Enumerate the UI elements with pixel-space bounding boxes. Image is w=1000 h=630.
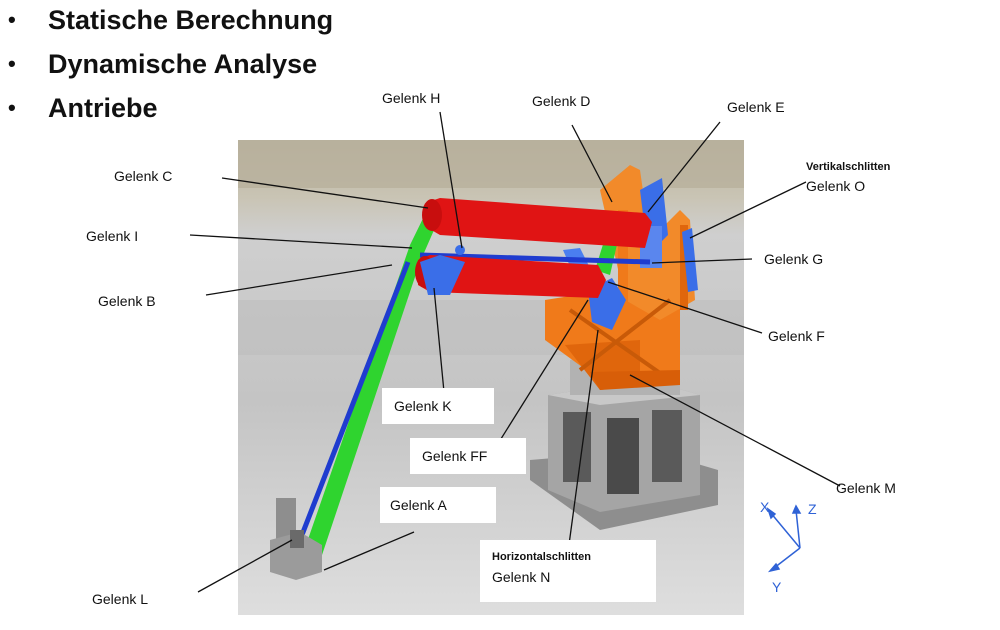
label-gelenk-h: Gelenk H xyxy=(382,90,440,106)
bullet-dot: • xyxy=(8,7,16,32)
bullet-text: Dynamische Analyse xyxy=(48,49,318,79)
axis-y-label: Y xyxy=(772,579,782,595)
label-vertikalschlitten: Vertikalschlitten xyxy=(806,161,891,173)
coordinate-axes xyxy=(766,504,802,573)
blue-rods xyxy=(297,252,651,541)
render-background-top xyxy=(238,140,744,188)
bullet-dot: • xyxy=(8,51,16,76)
label-gelenk-o: Gelenk O xyxy=(806,178,865,194)
label-gelenk-e: Gelenk E xyxy=(727,99,785,115)
leader-lines xyxy=(189,111,841,593)
label-gelenk-b: Gelenk B xyxy=(98,293,156,309)
bullet-dot: • xyxy=(8,95,16,120)
label-horizontalschlitten: Horizontalschlitten xyxy=(492,551,591,563)
axis-x-label: X xyxy=(760,499,770,515)
label-gelenk-d: Gelenk D xyxy=(532,93,590,109)
label-box-gelenk-k xyxy=(382,388,494,424)
bullet-item-drives: • Antriebe xyxy=(0,88,333,132)
bullet-item-statics: • Statische Berechnung xyxy=(0,0,333,44)
label-gelenk-l: Gelenk L xyxy=(92,591,148,607)
bullet-list: • Statische Berechnung • Dynamische Anal… xyxy=(0,0,333,132)
label-gelenk-ff: Gelenk FF xyxy=(422,448,487,464)
green-boom xyxy=(305,200,618,555)
bullet-text: Antriebe xyxy=(48,93,158,123)
label-box-gelenk-a xyxy=(380,487,496,523)
label-box-gelenk-ff xyxy=(410,438,526,474)
label-gelenk-m: Gelenk M xyxy=(836,480,896,496)
label-gelenk-k: Gelenk K xyxy=(394,398,452,414)
axis-z-label: Z xyxy=(808,501,817,517)
label-gelenk-f: Gelenk F xyxy=(768,328,825,344)
red-arms xyxy=(415,198,652,298)
end-effector xyxy=(270,498,322,580)
bullet-item-dynamics: • Dynamische Analyse xyxy=(0,44,333,88)
label-gelenk-g: Gelenk G xyxy=(764,251,823,267)
label-gelenk-n: Gelenk N xyxy=(492,569,550,585)
bullet-text: Statische Berechnung xyxy=(48,5,334,35)
label-gelenk-c: Gelenk C xyxy=(114,168,172,184)
label-box-gelenk-n xyxy=(480,540,656,602)
label-gelenk-i: Gelenk I xyxy=(86,228,138,244)
label-gelenk-a: Gelenk A xyxy=(390,497,447,513)
